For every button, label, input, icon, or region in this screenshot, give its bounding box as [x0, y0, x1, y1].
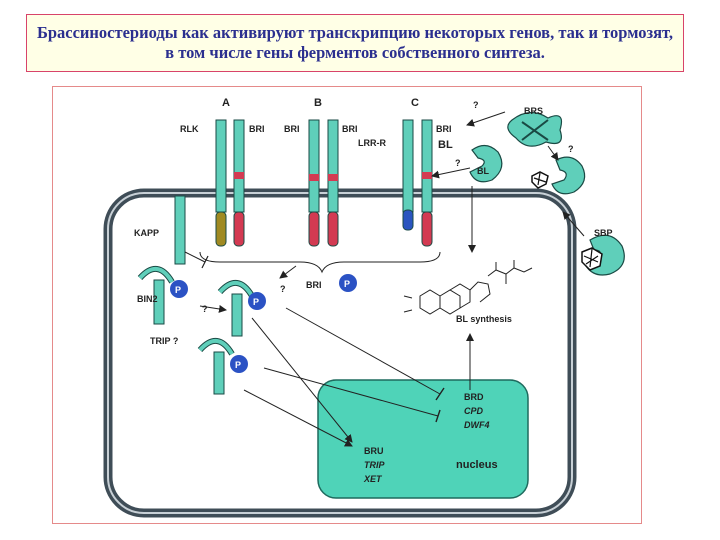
- kapp-protein: [174, 195, 186, 265]
- inhibit-trip-to-cpd: [263, 367, 439, 417]
- arrow-bin2-to-bri: [199, 304, 227, 313]
- arrow-q-to-bl: [466, 111, 506, 127]
- phosphate-label-brace: P: [344, 279, 350, 289]
- arrow-trip-to-bru: [243, 389, 353, 447]
- label-panel-b: B: [314, 97, 322, 109]
- phosphate-label-bri: P: [253, 297, 259, 307]
- arrow-sbp-to-bl: [562, 211, 585, 237]
- slide-title: Брассиностериоды как активируют транскри…: [36, 23, 674, 62]
- receptor-a: [215, 119, 245, 247]
- label-bri-a: BRI: [249, 124, 265, 134]
- label-lrr-r: LRR-R: [358, 138, 386, 148]
- label-q-bin: ?: [202, 304, 208, 314]
- label-bin2: BIN2: [137, 294, 158, 304]
- label-bru: BRU: [364, 446, 384, 456]
- receptor-b: [308, 119, 339, 247]
- label-q-top: ?: [473, 100, 479, 110]
- bri-cyt-stem: [231, 293, 243, 337]
- label-bri-b1: BRI: [284, 124, 300, 134]
- label-rlk: RLK: [180, 124, 199, 134]
- bin2-stem: [153, 279, 165, 325]
- bl-released-protein: [551, 156, 586, 195]
- nucleus: [317, 379, 529, 499]
- label-nucleus: nucleus: [456, 459, 498, 471]
- arrow-bl-to-bric: [431, 167, 471, 179]
- label-bri-b2: BRI: [342, 124, 358, 134]
- label-xet: XET: [363, 474, 383, 484]
- label-bri-cyt: BRI: [306, 280, 322, 290]
- label-kapp: KAPP: [134, 228, 159, 238]
- label-bl-top: BL: [438, 139, 453, 151]
- label-bri-c: BRI: [436, 124, 452, 134]
- phosphate-label-bin2: P: [175, 285, 181, 295]
- trip-stem: [213, 351, 225, 395]
- label-trip-q: TRIP ?: [150, 336, 178, 346]
- arrow-bri-to-bru: [251, 317, 353, 443]
- label-q-bri: ?: [280, 284, 286, 294]
- bl-binding-protein: [469, 144, 503, 183]
- label-panel-a: A: [222, 97, 230, 109]
- label-cpd: CPD: [464, 406, 484, 416]
- arrow-brs-to-q: [547, 145, 559, 161]
- receptor-brace: [199, 251, 441, 274]
- arrow-brace-to-q: [279, 265, 297, 279]
- label-brd: BRD: [464, 392, 484, 402]
- phosphate-bin2: [170, 280, 188, 298]
- label-q-brs: ?: [568, 144, 574, 154]
- inhibit-bri-to-brd: [285, 307, 441, 395]
- phosphate-bri: [248, 292, 266, 310]
- label-trip: TRIP: [364, 460, 385, 470]
- bl-structure: [403, 260, 533, 315]
- cell-membrane-inner: [107, 192, 573, 514]
- label-q-mid: ?: [455, 158, 461, 168]
- kapp-inhibit-bar: [201, 255, 209, 269]
- kapp-inhibit-line: [184, 251, 206, 263]
- label-brs: BRS: [524, 106, 543, 116]
- phosphate-label-trip: P: [235, 360, 241, 370]
- title-box: Брассиностериоды как активируют транскри…: [26, 14, 684, 72]
- label-dwf4: DWF4: [464, 420, 490, 430]
- receptor-c: [402, 119, 433, 247]
- phosphate-bri-brace: [339, 274, 357, 292]
- label-bl-small: BL: [477, 166, 489, 176]
- label-bl-synthesis: BL synthesis: [456, 314, 512, 324]
- label-panel-c: C: [411, 97, 419, 109]
- phosphate-trip: [230, 355, 248, 373]
- label-sbp: SBP: [594, 228, 613, 238]
